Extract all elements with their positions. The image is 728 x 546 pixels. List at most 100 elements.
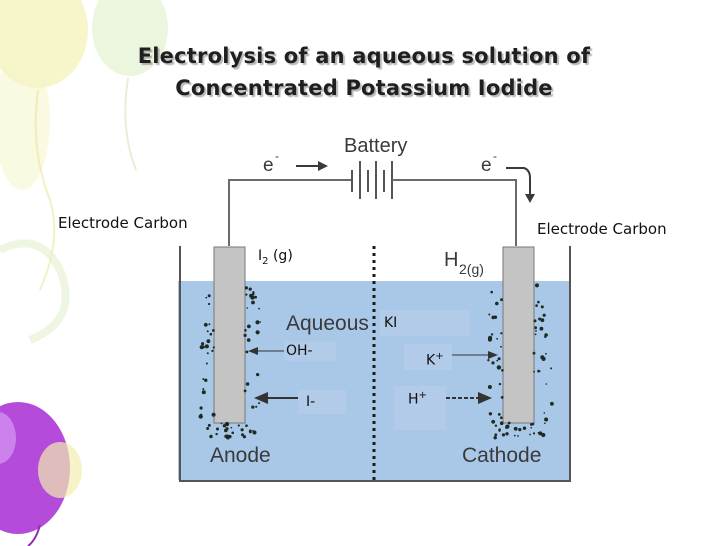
slide-title-line-1: Electrolysis of an aqueous solution of: [137, 44, 591, 68]
gas-bubble: [505, 424, 510, 429]
gas-bubble: [211, 412, 216, 417]
gas-bubble: [532, 351, 536, 355]
gas-bubble: [487, 359, 490, 362]
iodine-gas-label: I2 (g): [258, 248, 293, 267]
gas-bubble: [538, 317, 542, 321]
gas-bubble: [205, 345, 208, 348]
gas-bubbles: [198, 283, 554, 440]
gas-bubble: [254, 295, 257, 299]
gas-bubble: [537, 432, 540, 434]
anode-label: Anode: [210, 444, 271, 467]
gas-bubble: [207, 423, 211, 427]
gas-bubble: [491, 361, 495, 365]
gas-bubble: [501, 369, 504, 372]
gas-bubble: [255, 405, 258, 408]
gas-bubble: [534, 326, 537, 330]
gas-bubble: [540, 318, 545, 323]
gas-bubble: [522, 426, 527, 430]
gas-bubble: [202, 388, 205, 390]
gas-bubble: [531, 422, 535, 426]
potassium-ion-arrow: [452, 351, 498, 359]
ki-label: KI: [380, 310, 470, 336]
gas-bubble: [513, 434, 516, 437]
gas-bubble: [498, 382, 502, 386]
hydrogen-gas-label: H 2(g): [444, 249, 484, 277]
gas-bubble: [488, 335, 493, 340]
gas-bubble: [542, 313, 546, 317]
gas-bubble: [539, 326, 544, 331]
gas-bubble: [529, 433, 531, 436]
gas-bubble: [201, 342, 205, 346]
gas-bubble: [544, 333, 548, 337]
gas-bubble: [517, 435, 519, 437]
gas-bubble: [544, 422, 546, 425]
gas-bubble: [205, 296, 208, 299]
gas-bubble: [245, 350, 249, 354]
gas-bubble: [256, 373, 259, 376]
gas-bubble: [500, 345, 502, 348]
gas-bubble: [535, 283, 539, 288]
gas-bubble: [237, 424, 240, 427]
gas-bubble: [494, 433, 498, 437]
gas-bubble: [243, 389, 247, 393]
gas-bubble: [201, 390, 206, 395]
gas-bubble: [248, 287, 252, 291]
gas-bubble: [513, 426, 518, 431]
svg-text:-: -: [493, 149, 497, 163]
gas-bubble: [537, 369, 540, 373]
gas-bubble: [202, 378, 205, 381]
hydrogen-ion-label: H+: [394, 386, 446, 430]
gas-bubble: [240, 428, 244, 432]
gas-bubble: [208, 302, 211, 306]
gas-bubble: [540, 355, 545, 360]
left-electrode-label: Electrode Carbon: [58, 214, 188, 232]
gas-bubble: [245, 382, 250, 386]
svg-text:e: e: [481, 155, 492, 176]
gas-bubble: [550, 401, 554, 406]
gas-bubble: [540, 305, 544, 309]
gas-bubble: [500, 332, 503, 335]
gas-bubble: [253, 431, 256, 434]
gas-bubble: [488, 412, 493, 416]
gas-bubble: [203, 322, 208, 327]
anode-electrode: [213, 246, 246, 424]
gas-bubble: [259, 321, 262, 323]
gas-bubble: [205, 362, 208, 365]
electron-flow-right: e -: [481, 149, 535, 203]
gas-bubble: [206, 339, 211, 344]
electrolysis-tank: [179, 246, 571, 482]
gas-bubble: [245, 424, 248, 428]
gas-bubble: [215, 432, 218, 436]
gas-bubble: [207, 294, 211, 298]
gas-bubble: [212, 329, 215, 332]
gas-bubble: [211, 349, 214, 352]
svg-text:2(g): 2(g): [459, 261, 484, 277]
gas-bubble: [530, 427, 532, 429]
gas-bubble: [204, 378, 208, 382]
gas-bubble: [491, 419, 496, 424]
gas-bubble: [493, 315, 498, 319]
cathode-label: Cathode: [462, 444, 541, 467]
gas-bubble: [245, 293, 248, 296]
gas-bubble: [498, 429, 501, 432]
gas-bubble: [255, 330, 260, 335]
gas-bubble: [507, 421, 511, 425]
gas-bubble: [535, 330, 537, 332]
gas-bubble: [251, 405, 255, 409]
gas-bubble: [496, 359, 499, 362]
gas-bubble: [501, 433, 506, 437]
oh-ion-label: OH-: [284, 341, 336, 361]
gas-bubble: [242, 435, 246, 439]
gas-bubble: [488, 313, 491, 316]
oh-ion-arrow: [248, 347, 284, 355]
gas-bubble: [490, 290, 494, 294]
gas-bubble: [541, 432, 546, 438]
gas-bubble: [545, 352, 547, 355]
svg-text:H: H: [444, 249, 458, 271]
gas-bubble: [244, 286, 248, 290]
small-yellow-balloon: [38, 442, 82, 498]
left-wire: [228, 179, 336, 246]
